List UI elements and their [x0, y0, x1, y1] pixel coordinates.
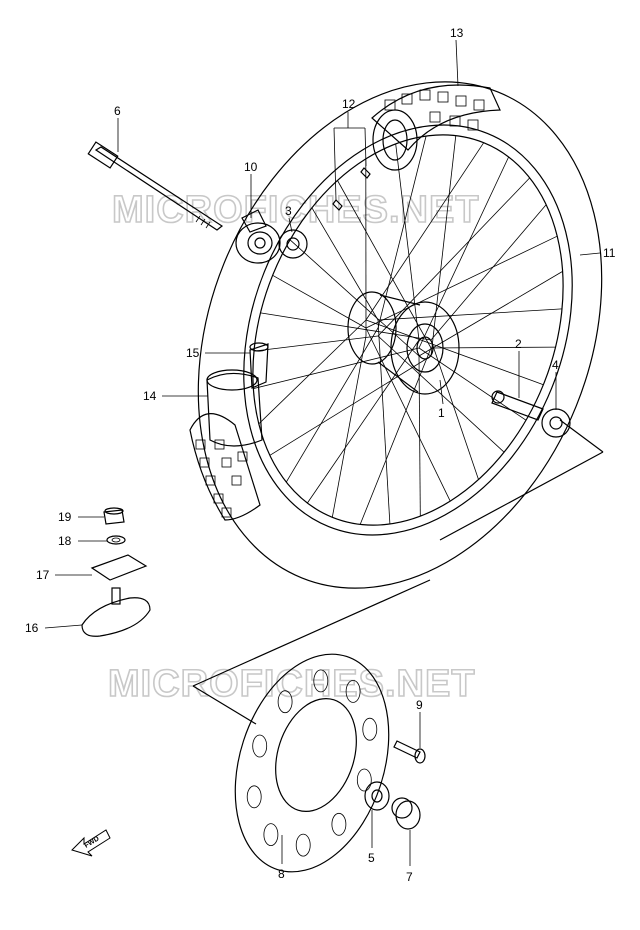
spoke [331, 335, 367, 518]
disc-hole [331, 812, 347, 836]
callout-8: 8 [278, 867, 285, 881]
spokes [253, 135, 563, 525]
tread-left [189, 413, 261, 521]
watermark-upper: MICROFICHES.NET [112, 189, 480, 231]
spoke [311, 207, 379, 321]
tire-outline [197, 81, 603, 589]
spoke [258, 319, 367, 425]
spoke [253, 335, 379, 352]
spoke [365, 142, 485, 321]
spoke [365, 319, 544, 386]
callout-14: 14 [143, 389, 157, 403]
spacer-right [491, 390, 544, 421]
callout-3: 3 [285, 204, 292, 218]
callout-9: 9 [416, 698, 423, 712]
rim-outer [243, 124, 573, 536]
disc-hole [295, 833, 311, 857]
spoke [377, 335, 505, 453]
spoke [377, 308, 563, 321]
disc-hole [362, 717, 378, 741]
bearing-left [364, 781, 390, 811]
spoke [289, 239, 420, 357]
wheel-assembly [189, 81, 603, 589]
disc-hole [277, 690, 293, 714]
spoke [269, 355, 432, 456]
spoke [418, 355, 421, 517]
callout-19: 19 [58, 510, 72, 524]
callout-10: 10 [244, 160, 258, 174]
spoke [365, 235, 558, 329]
callout-13: 13 [450, 26, 464, 40]
brake-disc [234, 653, 390, 873]
callout-4: 4 [552, 358, 559, 372]
callout-2: 2 [515, 337, 522, 351]
spoke [307, 339, 420, 504]
spoke [430, 346, 556, 349]
spoke [418, 156, 509, 349]
bearing-right [541, 408, 571, 438]
spacer-left [278, 229, 308, 259]
callout-18: 18 [58, 534, 72, 548]
disc-hole [252, 734, 268, 758]
spoke [377, 177, 530, 337]
spoke [418, 347, 527, 421]
rim-inner [252, 134, 564, 526]
axle [87, 141, 224, 231]
spoke [377, 319, 391, 525]
rim-lock [81, 587, 151, 637]
disc-hole [313, 669, 329, 693]
spoke [430, 135, 457, 357]
spoke [337, 180, 432, 349]
rim-lock-pad [90, 554, 148, 581]
spoke-nipples [332, 167, 371, 211]
callout-11: 11 [603, 246, 616, 260]
callout-1: 1 [438, 406, 445, 420]
rim-lock-washer [106, 535, 126, 545]
spoke [377, 135, 427, 329]
spoke [418, 271, 563, 357]
forward-arrow-icon: FWD [71, 829, 111, 857]
disc-hole [356, 768, 372, 792]
disc-hole [246, 785, 262, 809]
tread-top [371, 84, 501, 171]
speedometer-gearbox [235, 209, 281, 264]
disc-hole [263, 823, 279, 846]
disc-bolt [393, 740, 426, 764]
tube [206, 372, 263, 447]
callout-7: 7 [406, 870, 413, 884]
rim-lock-nut [103, 507, 125, 525]
spoke [272, 274, 367, 329]
callout-16: 16 [25, 621, 39, 635]
hub [347, 291, 460, 395]
callout-15: 15 [186, 346, 200, 360]
callout-17: 17 [36, 568, 50, 582]
spoke [395, 143, 420, 341]
disc-hole [345, 680, 361, 703]
callout-6: 6 [114, 104, 121, 118]
spoke [285, 327, 379, 483]
callout-12: 12 [342, 97, 356, 111]
exploded-view-guides [192, 419, 604, 725]
spoke [260, 312, 432, 341]
spoke [359, 347, 432, 525]
callout-5: 5 [368, 851, 375, 865]
rim-band [249, 343, 269, 389]
leader-lines [44, 39, 601, 866]
collar [391, 797, 421, 830]
